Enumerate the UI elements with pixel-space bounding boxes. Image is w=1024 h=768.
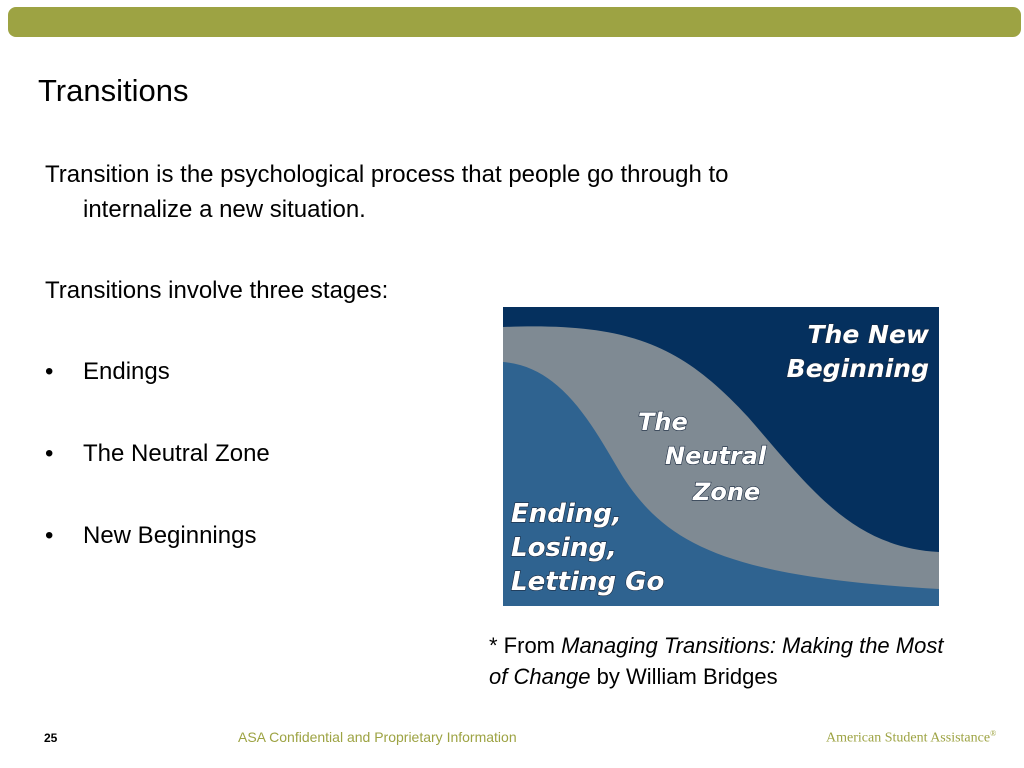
page-number: 25	[44, 731, 58, 745]
citation-prefix: * From	[489, 633, 562, 658]
confidential-notice: ASA Confidential and Proprietary Informa…	[238, 729, 517, 745]
label-new-beginning-1: The New	[808, 320, 930, 349]
intro-line-1: Transition is the psychological process …	[45, 161, 729, 188]
transition-diagram: The New Beginning The Neutral Zone Endin…	[503, 307, 939, 606]
intro-line-2: internalize a new situation.	[83, 196, 366, 223]
bullet-item-new-beginnings: • New Beginnings	[45, 518, 256, 553]
bullet-item-neutral-zone: • The Neutral Zone	[45, 436, 270, 471]
slide-title: Transitions	[38, 73, 189, 108]
bullet-marker: •	[45, 440, 54, 467]
registered-mark: ®	[990, 729, 997, 738]
ending-region	[503, 362, 939, 606]
bullet-label: Endings	[83, 358, 170, 385]
label-neutral-1: The	[638, 408, 688, 436]
citation-book-title-1: Managing Transitions: Making the Most	[561, 633, 944, 658]
bullet-label: New Beginnings	[83, 522, 257, 549]
bullet-marker: •	[45, 522, 54, 549]
label-ending-3: Letting Go	[511, 567, 664, 597]
citation-book-title-2: of Change	[489, 664, 591, 689]
citation-author: by William Bridges	[590, 664, 778, 689]
label-neutral-2: Neutral	[665, 442, 767, 470]
header-bar	[8, 7, 1021, 37]
citation: * From Managing Transitions: Making the …	[489, 630, 1019, 692]
label-new-beginning-2: Beginning	[787, 354, 929, 383]
stages-heading: Transitions involve three stages:	[45, 277, 389, 304]
brand-logo-text: American Student Assistance®	[826, 729, 996, 747]
label-neutral-3: Zone	[692, 478, 760, 506]
label-ending-1: Ending,	[511, 499, 622, 529]
bullet-label: The Neutral Zone	[83, 440, 270, 467]
transition-diagram-svg: The New Beginning The Neutral Zone Endin…	[503, 307, 939, 606]
brand-name: American Student Assistance	[826, 730, 991, 746]
bullet-item-endings: • Endings	[45, 354, 170, 389]
intro-paragraph: Transition is the psychological process …	[45, 157, 905, 227]
bullet-marker: •	[45, 358, 54, 385]
label-ending-2: Losing,	[511, 533, 617, 563]
